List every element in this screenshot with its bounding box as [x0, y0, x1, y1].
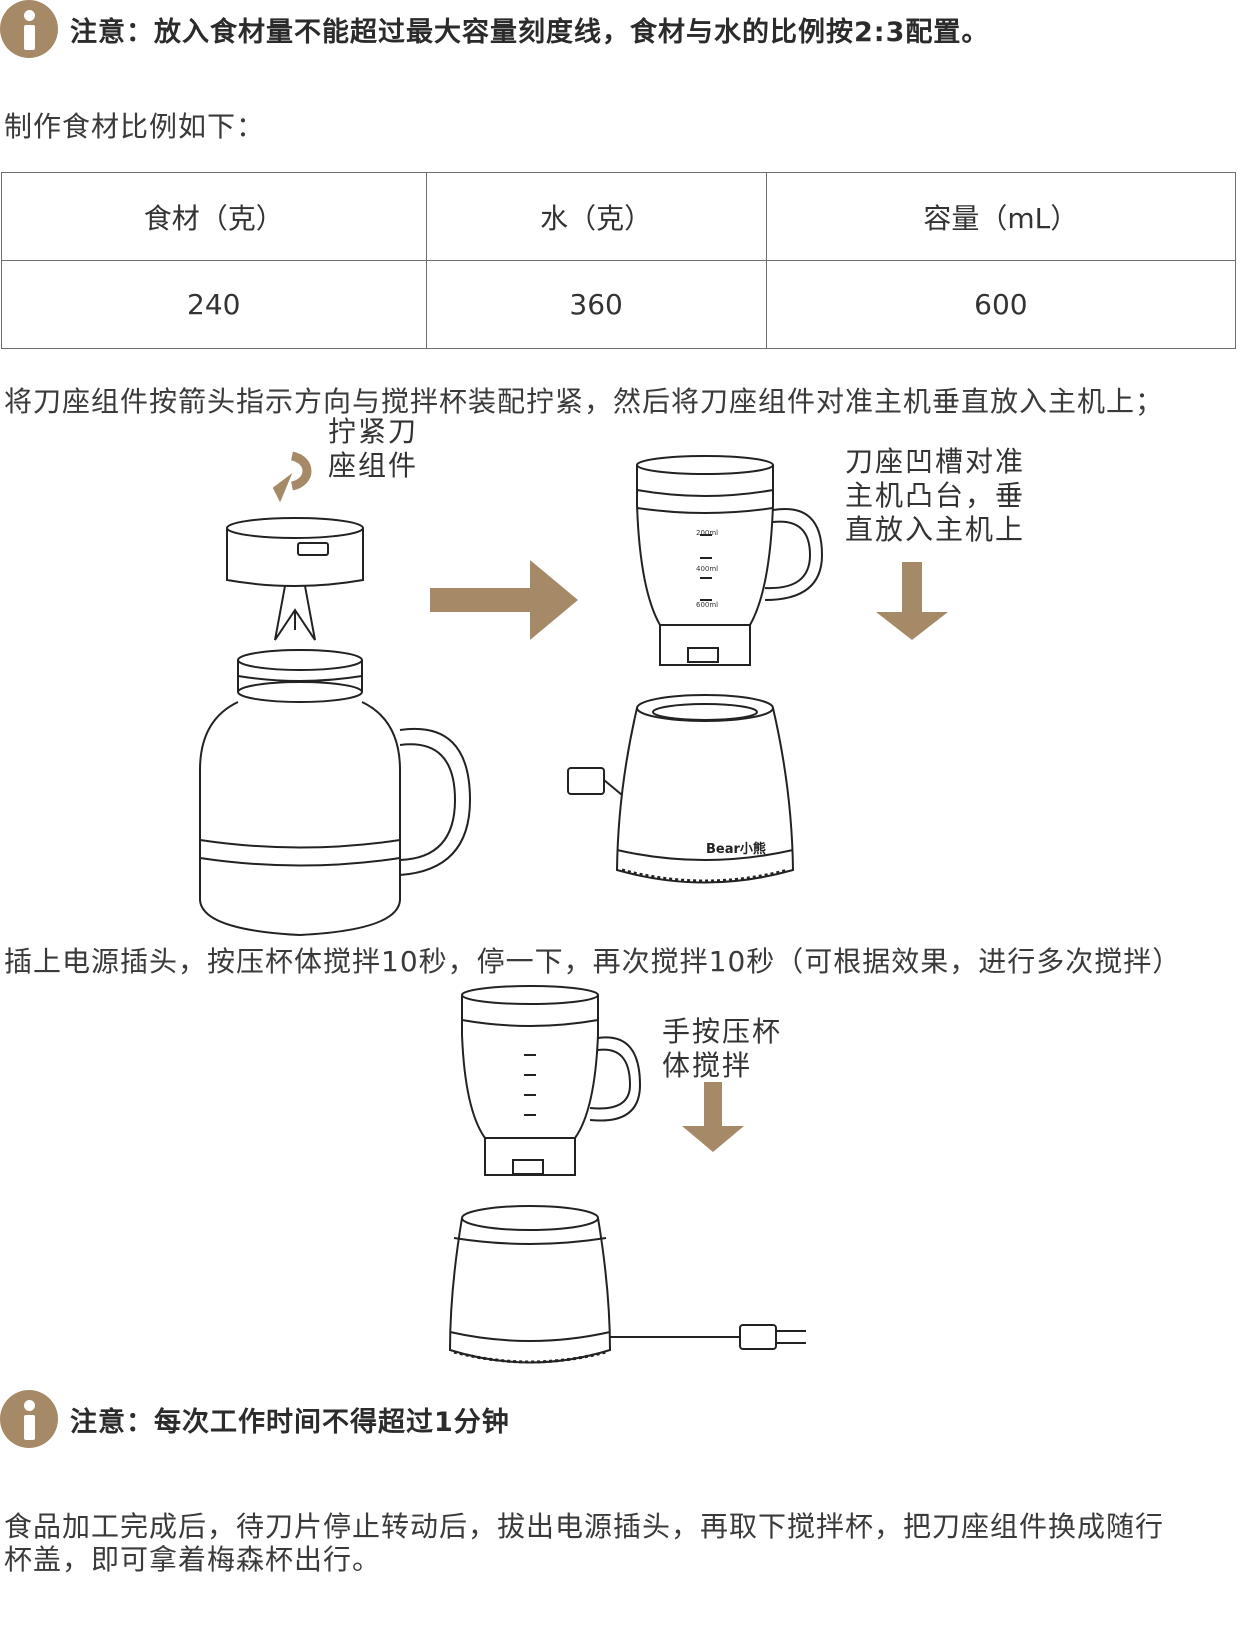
- label-press-cup: 手按压杯 体搅拌: [662, 1015, 783, 1082]
- arrow-down-icon: [682, 1082, 744, 1152]
- table-header-cell: 水（克）: [425, 172, 767, 261]
- table-row: 240 360 600: [1, 260, 1237, 349]
- final-instruction-line-1: 食品加工完成后，待刀片停止转动后，拔出电源插头，再取下搅拌杯，把刀座组件换成随行: [4, 1510, 1165, 1543]
- note-bottom-text: 注意：每次工作时间不得超过1分钟: [70, 1406, 510, 1438]
- arrow-right-icon: [430, 560, 578, 640]
- assembly-instruction: 将刀座组件按箭头指示方向与搅拌杯装配拧紧，然后将刀座组件对准主机垂直放入主机上；: [4, 385, 1165, 418]
- table-header-cell: 食材（克）: [1, 172, 427, 261]
- label-align-base: 刀座凹槽对准 主机凸台，垂 直放入主机上: [845, 445, 1026, 546]
- table-cell: 240: [1, 260, 427, 349]
- note-top: 注意：放入食材量不能超过最大容量刻度线，食材与水的比例按2:3配置。: [0, 0, 989, 58]
- table-header-cell: 容量（mL）: [765, 172, 1237, 261]
- info-icon: [0, 0, 58, 58]
- table-header-row: 食材（克） 水（克） 容量（mL）: [1, 172, 1237, 261]
- label-twist-blade: 拧紧刀 座组件: [328, 415, 419, 482]
- final-instruction-line-2: 杯盖，即可拿着梅森杯出行。: [4, 1543, 382, 1576]
- table-cell: 600: [765, 260, 1237, 349]
- brand-logo: Bear小熊: [706, 842, 766, 857]
- press-cup-illustration: [448, 985, 806, 1364]
- cup-scale-labels: 200ml 400ml 600ml: [696, 529, 719, 609]
- arrow-down-icon: [876, 562, 948, 640]
- info-icon: [0, 1390, 58, 1448]
- cup-on-base-illustration: [567, 455, 824, 884]
- blade-and-cup-illustration: [199, 451, 472, 937]
- note-top-text: 注意：放入食材量不能超过最大容量刻度线，食材与水的比例按2:3配置。: [70, 16, 990, 48]
- note-bottom: 注意：每次工作时间不得超过1分钟: [0, 1390, 510, 1448]
- blend-instruction: 插上电源插头，按压杯体搅拌10秒，停一下，再次搅拌10秒（可根据效果，进行多次搅…: [4, 945, 1182, 978]
- ratio-intro: 制作食材比例如下：: [4, 110, 266, 143]
- ratio-table: 食材（克） 水（克） 容量（mL） 240 360 600: [1, 172, 1237, 349]
- table-cell: 360: [425, 260, 767, 349]
